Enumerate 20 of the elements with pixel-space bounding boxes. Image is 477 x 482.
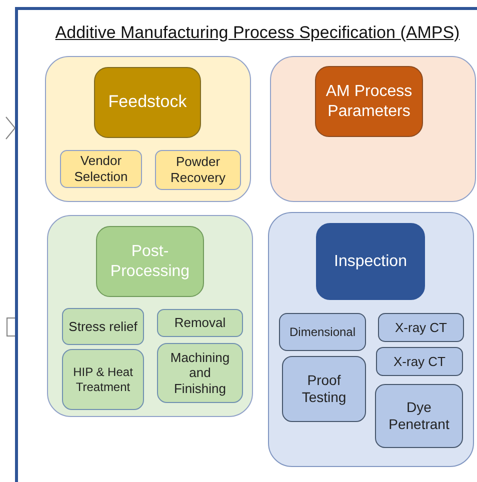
process-box: X-ray CT bbox=[378, 313, 464, 342]
group-panel bbox=[47, 215, 253, 417]
process-box: Vendor Selection bbox=[60, 150, 142, 188]
process-box: Dimensional bbox=[279, 313, 366, 351]
process-box: Machining and Finishing bbox=[157, 343, 243, 403]
group-panel bbox=[45, 56, 251, 202]
process-box: HIP & Heat Treatment bbox=[62, 349, 144, 410]
diagram-title: Additive Manufacturing Process Specification (AMPS) bbox=[54, 22, 461, 44]
process-box: AM Process Parameters bbox=[315, 66, 423, 137]
process-box: X-ray CT bbox=[376, 347, 463, 376]
group-panel bbox=[270, 56, 476, 202]
process-box: Feedstock bbox=[94, 67, 201, 138]
process-box: Removal bbox=[157, 309, 243, 337]
process-box: Powder Recovery bbox=[155, 150, 241, 190]
group-panel bbox=[268, 212, 474, 467]
process-box: Post-Processing bbox=[96, 226, 204, 297]
process-box: Stress relief bbox=[62, 308, 144, 345]
process-box: Inspection bbox=[316, 223, 425, 300]
process-box: Proof Testing bbox=[282, 356, 366, 422]
process-box: Dye Penetrant bbox=[375, 384, 463, 448]
